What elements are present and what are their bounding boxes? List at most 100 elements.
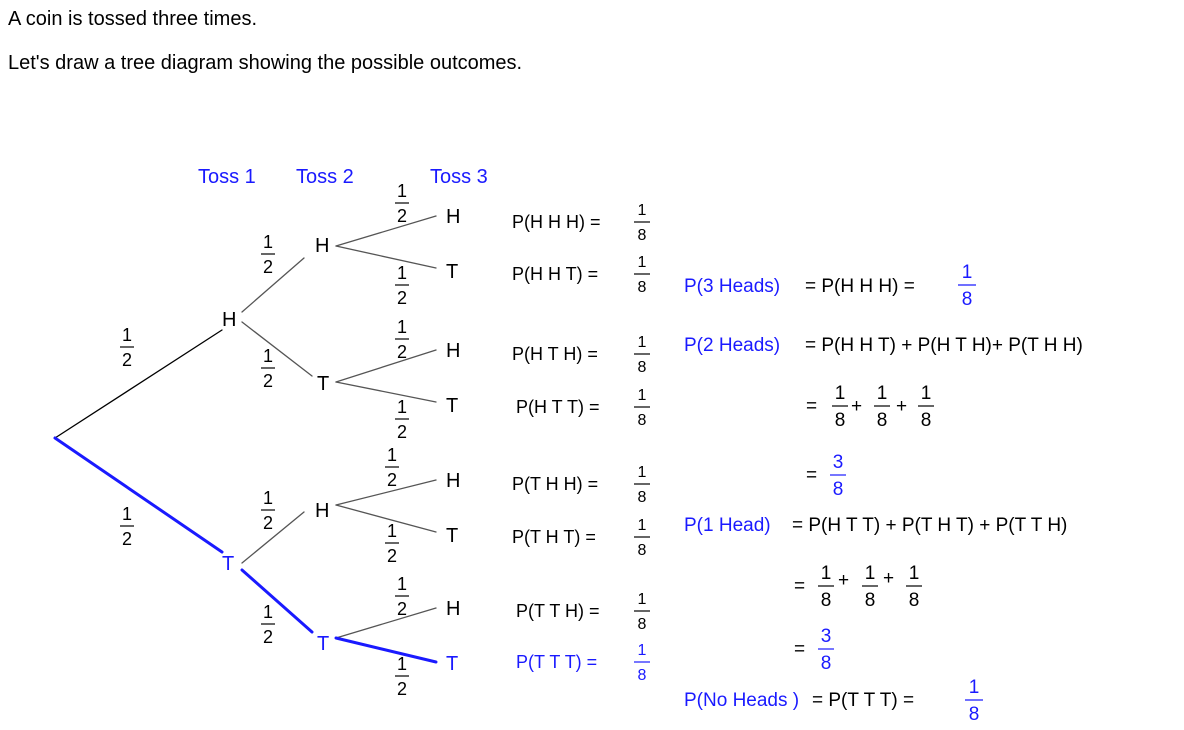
branch-th-h bbox=[335, 479, 437, 506]
prob-ht-t: 1 2 bbox=[395, 397, 409, 442]
plus-sign: + bbox=[838, 570, 849, 591]
outcome-label: P(H T T) = bbox=[516, 397, 600, 417]
frac-num: 1 bbox=[821, 563, 832, 584]
toss-2-header: Toss 2 bbox=[296, 166, 354, 188]
calc-label: P(2 Heads) bbox=[684, 335, 780, 356]
prob-root-h: 1 2 bbox=[120, 325, 134, 370]
result-equals: = bbox=[806, 465, 817, 486]
branch-th-t bbox=[335, 504, 437, 533]
toss-1-header: Toss 1 bbox=[198, 166, 256, 188]
prob-tt-t: 1 2 bbox=[395, 654, 409, 699]
prob-th-h: 1 2 bbox=[385, 445, 399, 490]
toss-3-header: Toss 3 bbox=[430, 166, 488, 188]
frac-den: 8 bbox=[865, 590, 876, 611]
outcome-label: P(H H H) = bbox=[512, 212, 601, 232]
prob-num: 1 bbox=[387, 445, 397, 465]
outcome-ttt: P(T T T) = 1 8 bbox=[516, 642, 650, 684]
calc-label: P(1 Head) bbox=[684, 515, 771, 536]
intro-line-1: A coin is tossed three times. bbox=[8, 8, 258, 30]
outcome-den: 8 bbox=[638, 616, 647, 633]
outcome-num: 1 bbox=[638, 517, 647, 534]
prob-t-t: 1 2 bbox=[261, 602, 275, 647]
node-hh: H bbox=[315, 235, 329, 257]
frac-num: 1 bbox=[835, 383, 846, 404]
calculations: P(3 Heads) = P(H H H) = 1 8 P(2 Heads) =… bbox=[684, 262, 1083, 725]
prob-num: 1 bbox=[397, 574, 407, 594]
outcome-num: 1 bbox=[638, 642, 647, 659]
result-num: 3 bbox=[821, 626, 832, 647]
prob-num: 1 bbox=[263, 602, 273, 622]
leaf-thh: H bbox=[446, 470, 460, 492]
outcome-num: 1 bbox=[638, 334, 647, 351]
calc-one-head: P(1 Head) = P(H T T) + P(T H T) + P(T T … bbox=[684, 515, 1067, 674]
branch-ht-t bbox=[335, 381, 437, 403]
prob-num: 1 bbox=[263, 488, 273, 508]
calc-num: 1 bbox=[969, 677, 980, 698]
frac-den: 8 bbox=[835, 410, 846, 431]
prob-num: 1 bbox=[263, 346, 273, 366]
outcome-htt: P(H T T) = 1 8 bbox=[516, 387, 650, 429]
branch-root-h bbox=[54, 329, 223, 439]
calc-den: 8 bbox=[962, 289, 973, 310]
prob-den: 2 bbox=[397, 679, 407, 699]
prob-den: 2 bbox=[263, 257, 273, 277]
outcome-label: P(T T T) = bbox=[516, 652, 597, 672]
plus-sign: + bbox=[896, 396, 907, 417]
frac-den: 8 bbox=[909, 590, 920, 611]
leaf-hht: T bbox=[446, 261, 458, 283]
outcome-tth: P(T T H) = 1 8 bbox=[516, 591, 650, 633]
branch-h-t bbox=[241, 321, 313, 377]
branch-root-t bbox=[53, 436, 224, 554]
prob-num: 1 bbox=[397, 263, 407, 283]
branch-ht-h bbox=[335, 349, 437, 383]
prob-den: 2 bbox=[122, 529, 132, 549]
outcome-label: P(T H T) = bbox=[512, 527, 596, 547]
outcome-den: 8 bbox=[638, 227, 647, 244]
leaf-hth: H bbox=[446, 340, 460, 362]
prob-den: 2 bbox=[263, 513, 273, 533]
branch-t-t bbox=[240, 568, 314, 634]
outcome-num: 1 bbox=[638, 464, 647, 481]
prob-num: 1 bbox=[122, 504, 132, 524]
calc-expr: = P(T T T) = bbox=[812, 690, 914, 711]
prob-h-t: 1 2 bbox=[261, 346, 275, 391]
prob-den: 2 bbox=[263, 627, 273, 647]
result-equals: = bbox=[794, 639, 805, 660]
branch-probabilities: 1 2 1 2 1 2 1 2 1 2 1 2 1 bbox=[120, 181, 409, 699]
prob-num: 1 bbox=[122, 325, 132, 345]
calc-expr: = P(H H H) = bbox=[805, 276, 915, 297]
prob-num: 1 bbox=[397, 654, 407, 674]
outcome-num: 1 bbox=[638, 387, 647, 404]
node-t: T bbox=[222, 553, 234, 575]
leaf-tht: T bbox=[446, 525, 458, 547]
prob-h-h: 1 2 bbox=[261, 232, 275, 277]
prob-root-t: 1 2 bbox=[120, 504, 134, 549]
sum-equals: = bbox=[794, 576, 805, 597]
outcome-hht: P(H H T) = 1 8 bbox=[512, 254, 650, 296]
calc-three-heads: P(3 Heads) = P(H H H) = 1 8 bbox=[684, 262, 976, 310]
outcome-num: 1 bbox=[638, 591, 647, 608]
prob-num: 1 bbox=[387, 521, 397, 541]
calc-no-heads: P(No Heads ) = P(T T T) = 1 8 bbox=[684, 677, 983, 725]
prob-den: 2 bbox=[397, 342, 407, 362]
prob-den: 2 bbox=[122, 350, 132, 370]
frac-num: 1 bbox=[877, 383, 888, 404]
node-tt: T bbox=[317, 633, 329, 655]
prob-den: 2 bbox=[397, 206, 407, 226]
outcome-num: 1 bbox=[638, 202, 647, 219]
outcome-tht: P(T H T) = 1 8 bbox=[512, 517, 650, 559]
frac-num: 1 bbox=[921, 383, 932, 404]
prob-den: 2 bbox=[263, 371, 273, 391]
prob-num: 1 bbox=[397, 181, 407, 201]
prob-hh-t: 1 2 bbox=[395, 263, 409, 308]
prob-den: 2 bbox=[387, 470, 397, 490]
outcome-den: 8 bbox=[638, 359, 647, 376]
frac-num: 1 bbox=[865, 563, 876, 584]
outcome-den: 8 bbox=[638, 489, 647, 506]
frac-den: 8 bbox=[821, 590, 832, 611]
prob-ht-h: 1 2 bbox=[395, 317, 409, 362]
plus-sign: + bbox=[883, 568, 894, 589]
prob-den: 2 bbox=[397, 288, 407, 308]
sum-equals: = bbox=[806, 396, 817, 417]
